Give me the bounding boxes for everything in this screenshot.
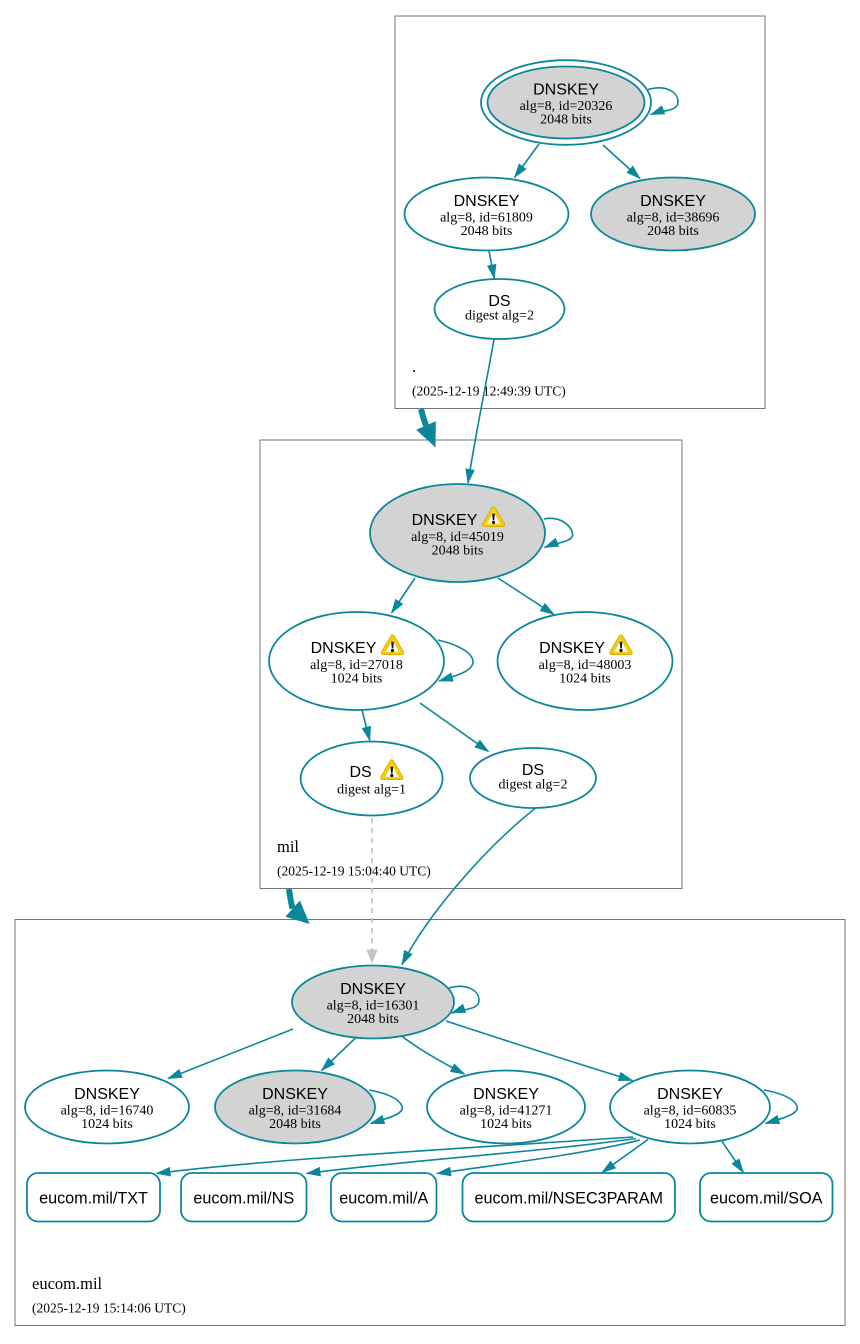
svg-text:DNSKEY: DNSKEY <box>262 1086 328 1103</box>
svg-text:DNSKEY: DNSKEY <box>74 1086 140 1103</box>
svg-text:alg=8, id=41271: alg=8, id=41271 <box>460 1104 553 1119</box>
svg-text:1024 bits: 1024 bits <box>331 672 383 687</box>
svg-text:DS: DS <box>488 293 510 310</box>
svg-text:2048 bits: 2048 bits <box>461 224 513 239</box>
svg-text:2048 bits: 2048 bits <box>347 1012 399 1027</box>
svg-text:alg=8, id=45019: alg=8, id=45019 <box>411 530 504 545</box>
svg-text:2048 bits: 2048 bits <box>432 544 484 559</box>
svg-text:DNSKEY: DNSKEY <box>340 981 406 998</box>
svg-text:alg=8, id=61809: alg=8, id=61809 <box>440 211 533 226</box>
svg-text:DNSKEY: DNSKEY <box>412 512 478 529</box>
svg-text:eucom.mil/SOA: eucom.mil/SOA <box>710 1189 823 1207</box>
svg-text:eucom.mil/A: eucom.mil/A <box>339 1189 428 1207</box>
svg-text:DNSKEY: DNSKEY <box>657 1086 723 1103</box>
svg-text:alg=8, id=27018: alg=8, id=27018 <box>310 658 403 673</box>
svg-text:alg=8, id=38696: alg=8, id=38696 <box>627 211 720 226</box>
svg-text:(2025-12-19 15:04:40 UTC): (2025-12-19 15:04:40 UTC) <box>277 864 431 879</box>
svg-text:DNSKEY: DNSKEY <box>640 193 706 210</box>
svg-text:eucom.mil: eucom.mil <box>32 1274 103 1293</box>
svg-text:2048 bits: 2048 bits <box>647 224 699 239</box>
svg-text:.: . <box>412 357 416 376</box>
svg-text:1024 bits: 1024 bits <box>81 1117 133 1132</box>
svg-text:alg=8, id=31684: alg=8, id=31684 <box>249 1104 342 1119</box>
svg-text:eucom.mil/TXT: eucom.mil/TXT <box>39 1189 148 1207</box>
svg-text:digest alg=2: digest alg=2 <box>499 778 568 793</box>
svg-text:1024 bits: 1024 bits <box>664 1117 716 1132</box>
svg-text:eucom.mil/NSEC3PARAM: eucom.mil/NSEC3PARAM <box>474 1189 663 1207</box>
svg-text:alg=8, id=16740: alg=8, id=16740 <box>61 1104 154 1119</box>
svg-text:alg=8, id=20326: alg=8, id=20326 <box>520 99 613 114</box>
svg-text:1024 bits: 1024 bits <box>480 1117 532 1132</box>
svg-text:digest alg=2: digest alg=2 <box>465 309 534 324</box>
svg-text:1024 bits: 1024 bits <box>559 672 611 687</box>
svg-text:alg=8, id=60835: alg=8, id=60835 <box>644 1104 737 1119</box>
svg-text:(2025-12-19 15:14:06 UTC): (2025-12-19 15:14:06 UTC) <box>32 1301 186 1316</box>
svg-text:mil: mil <box>277 837 299 856</box>
svg-text:2048 bits: 2048 bits <box>540 113 592 128</box>
svg-text:2048 bits: 2048 bits <box>269 1117 321 1132</box>
svg-text:(2025-12-19 12:49:39 UTC): (2025-12-19 12:49:39 UTC) <box>412 384 566 399</box>
svg-text:digest alg=1: digest alg=1 <box>337 783 406 798</box>
svg-text:DNSKEY: DNSKEY <box>539 640 605 657</box>
svg-text:alg=8, id=48003: alg=8, id=48003 <box>539 658 632 673</box>
svg-text:DNSKEY: DNSKEY <box>533 82 599 99</box>
svg-text:DS: DS <box>522 762 544 779</box>
svg-text:DS: DS <box>349 764 371 781</box>
svg-text:DNSKEY: DNSKEY <box>311 640 377 657</box>
svg-text:eucom.mil/NS: eucom.mil/NS <box>193 1189 294 1207</box>
svg-text:alg=8, id=16301: alg=8, id=16301 <box>327 999 420 1014</box>
svg-text:DNSKEY: DNSKEY <box>473 1086 539 1103</box>
svg-text:DNSKEY: DNSKEY <box>454 193 520 210</box>
